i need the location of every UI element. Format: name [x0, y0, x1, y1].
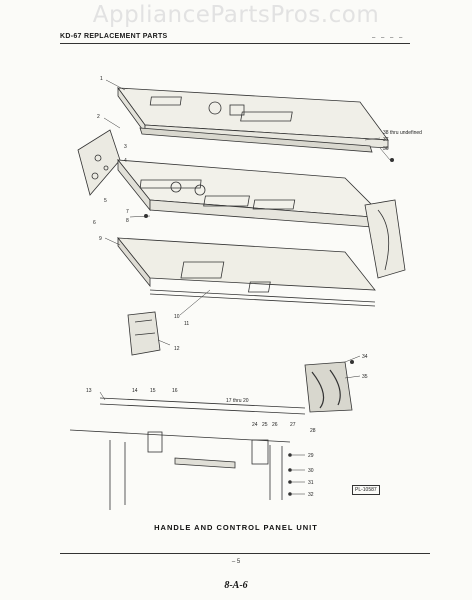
callout-6: 6: [93, 220, 96, 226]
control-panel-top: [117, 86, 389, 149]
callout-13: 13: [86, 388, 92, 394]
callout-33: 36: [383, 146, 389, 152]
callout-24: 27: [290, 422, 296, 428]
callout-3: 3: [124, 144, 127, 150]
handwritten-note: 8-A-6: [224, 580, 248, 591]
trim-strip: [139, 127, 373, 153]
callout-2: 2: [97, 114, 100, 120]
header-dashes: – – – –: [372, 35, 405, 41]
callout-10: 10: [174, 314, 180, 320]
callout-14: 14: [132, 388, 138, 394]
callout-5: 5: [104, 198, 107, 204]
right-end-cap: [364, 199, 406, 279]
callout-26: 29: [308, 453, 314, 459]
callout-1: 1: [100, 76, 103, 82]
hardware-screws: [144, 158, 394, 496]
callout-35-thru-38: 38 thru undefined: [383, 130, 422, 136]
footer-rule: [60, 553, 430, 554]
callout-32: 35: [362, 374, 368, 380]
handle-assembly: [69, 397, 306, 510]
watermark: AppliancePartsPros.com: [92, 2, 380, 28]
callout-23: 26: [272, 422, 278, 428]
callout-25: 28: [310, 428, 316, 434]
callout-9: 9: [99, 236, 102, 242]
left-end-bracket: [77, 129, 121, 196]
part-reference-box: PL-10587: [352, 485, 380, 495]
callout-17-thru-20: 17 thru 20: [226, 398, 249, 404]
callout-4: 4: [124, 158, 127, 164]
support-channel: [117, 236, 376, 307]
callout-22: 25: [262, 422, 268, 428]
leader-lines: [99, 79, 391, 495]
callout-16: 16: [172, 388, 178, 394]
callout-8: 8: [126, 218, 129, 224]
callout-31: 34: [362, 354, 368, 360]
callout-11: 11: [184, 321, 189, 327]
callout-7: 7: [126, 209, 129, 215]
callout-27: 30: [308, 468, 314, 474]
callout-12: 12: [174, 346, 180, 352]
figure-caption: HANDLE AND CONTROL PANEL UNIT: [154, 523, 318, 532]
callout-21: 24: [252, 422, 258, 428]
callout-34: 37: [383, 137, 389, 143]
callout-numbers: 1 2 3 4 5 6 7 8 9 10 11 12 13 14 15 16 1…: [86, 76, 422, 498]
header-rule: [60, 43, 410, 44]
control-panel-lower: [117, 158, 387, 229]
callout-28: 31: [308, 480, 314, 486]
callout-15: 15: [150, 388, 156, 394]
right-handle-cover: [304, 361, 353, 413]
page-number: – 5: [231, 559, 241, 565]
page-header-title: KD-67 REPLACEMENT PARTS: [60, 33, 168, 40]
callout-29: 32: [308, 492, 314, 498]
relay-bracket: [127, 311, 161, 356]
